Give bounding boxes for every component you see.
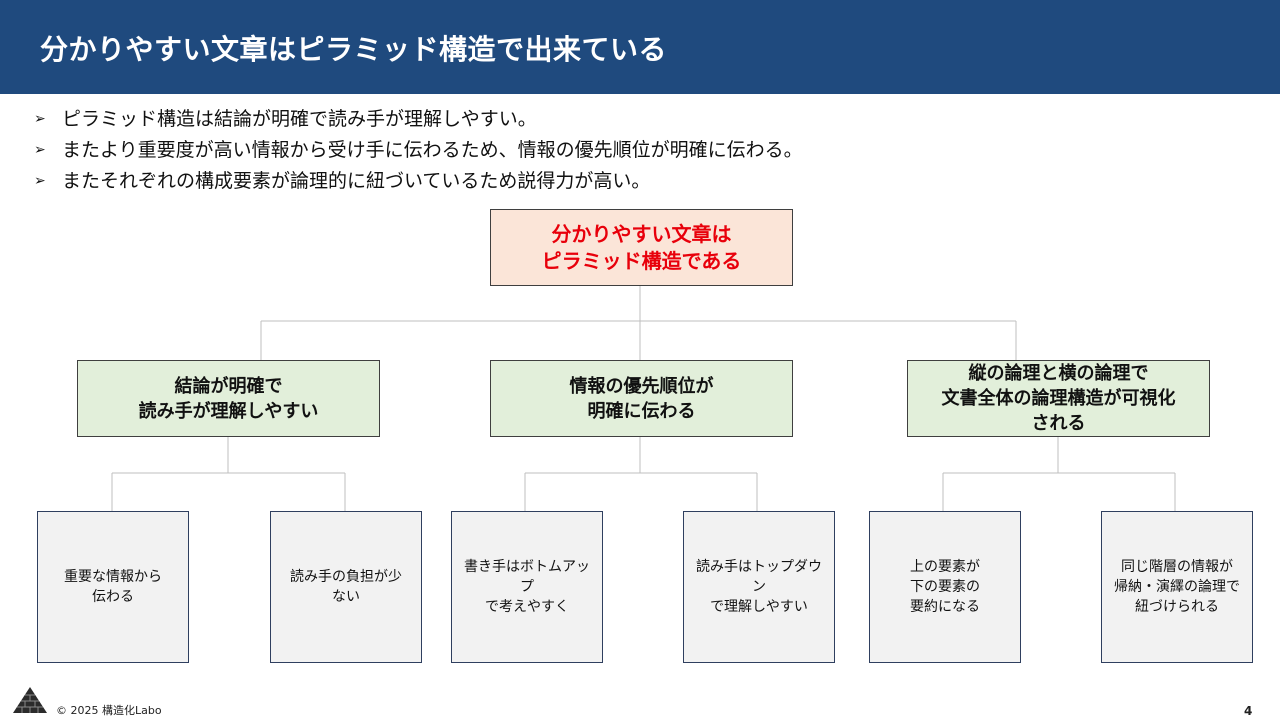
mid-node-conclusion: 結論が明確で 読み手が理解しやすい — [77, 360, 380, 437]
title-bar: 分かりやすい文章はピラミッド構造で出来ている — [0, 0, 1280, 94]
leaf-node: 読み手の負担が少 ない — [270, 511, 422, 663]
slide-title: 分かりやすい文章はピラミッド構造で出来ている — [40, 33, 668, 66]
arrowhead-bullet-icon: ➢ — [34, 173, 46, 189]
leaf-node: 上の要素が 下の要素の 要約になる — [869, 511, 1021, 663]
leaf-node: 重要な情報から 伝わる — [37, 511, 189, 663]
mid-node-logic: 縦の論理と横の論理で 文書全体の論理構造が可視化 される — [907, 360, 1210, 437]
leaf-node: 読み手はトップダウン で理解しやすい — [683, 511, 835, 663]
leaf-node: 書き手はボトムアップ で考えやすく — [451, 511, 603, 663]
bullet-text: またより重要度が高い情報から受け手に伝わるため、情報の優先順位が明確に伝わる。 — [62, 139, 803, 161]
bullet-text: ピラミッド構造は結論が明確で読み手が理解しやすい。 — [62, 108, 537, 130]
leaf-node: 同じ階層の情報が 帰納・演繹の論理で 紐づけられる — [1101, 511, 1253, 663]
pyramid-logo-icon — [13, 687, 47, 713]
page-number: 4 — [1244, 704, 1253, 718]
bullet-text: またそれぞれの構成要素が論理的に紐づいているため説得力が高い。 — [62, 170, 651, 192]
bullet-list: ➢ ピラミッド構造は結論が明確で読み手が理解しやすい。 ➢ またより重要度が高い… — [34, 104, 1254, 197]
bullet-item: ➢ またより重要度が高い情報から受け手に伝わるため、情報の優先順位が明確に伝わる… — [34, 135, 1254, 166]
mid-node-priority: 情報の優先順位が 明確に伝わる — [490, 360, 793, 437]
top-node: 分かりやすい文章は ピラミッド構造である — [490, 209, 793, 286]
copyright-text: © 2025 構造化Labo — [56, 704, 162, 717]
bullet-item: ➢ ピラミッド構造は結論が明確で読み手が理解しやすい。 — [34, 104, 1254, 135]
arrowhead-bullet-icon: ➢ — [34, 142, 46, 158]
bullet-item: ➢ またそれぞれの構成要素が論理的に紐づいているため説得力が高い。 — [34, 166, 1254, 197]
arrowhead-bullet-icon: ➢ — [34, 111, 46, 127]
